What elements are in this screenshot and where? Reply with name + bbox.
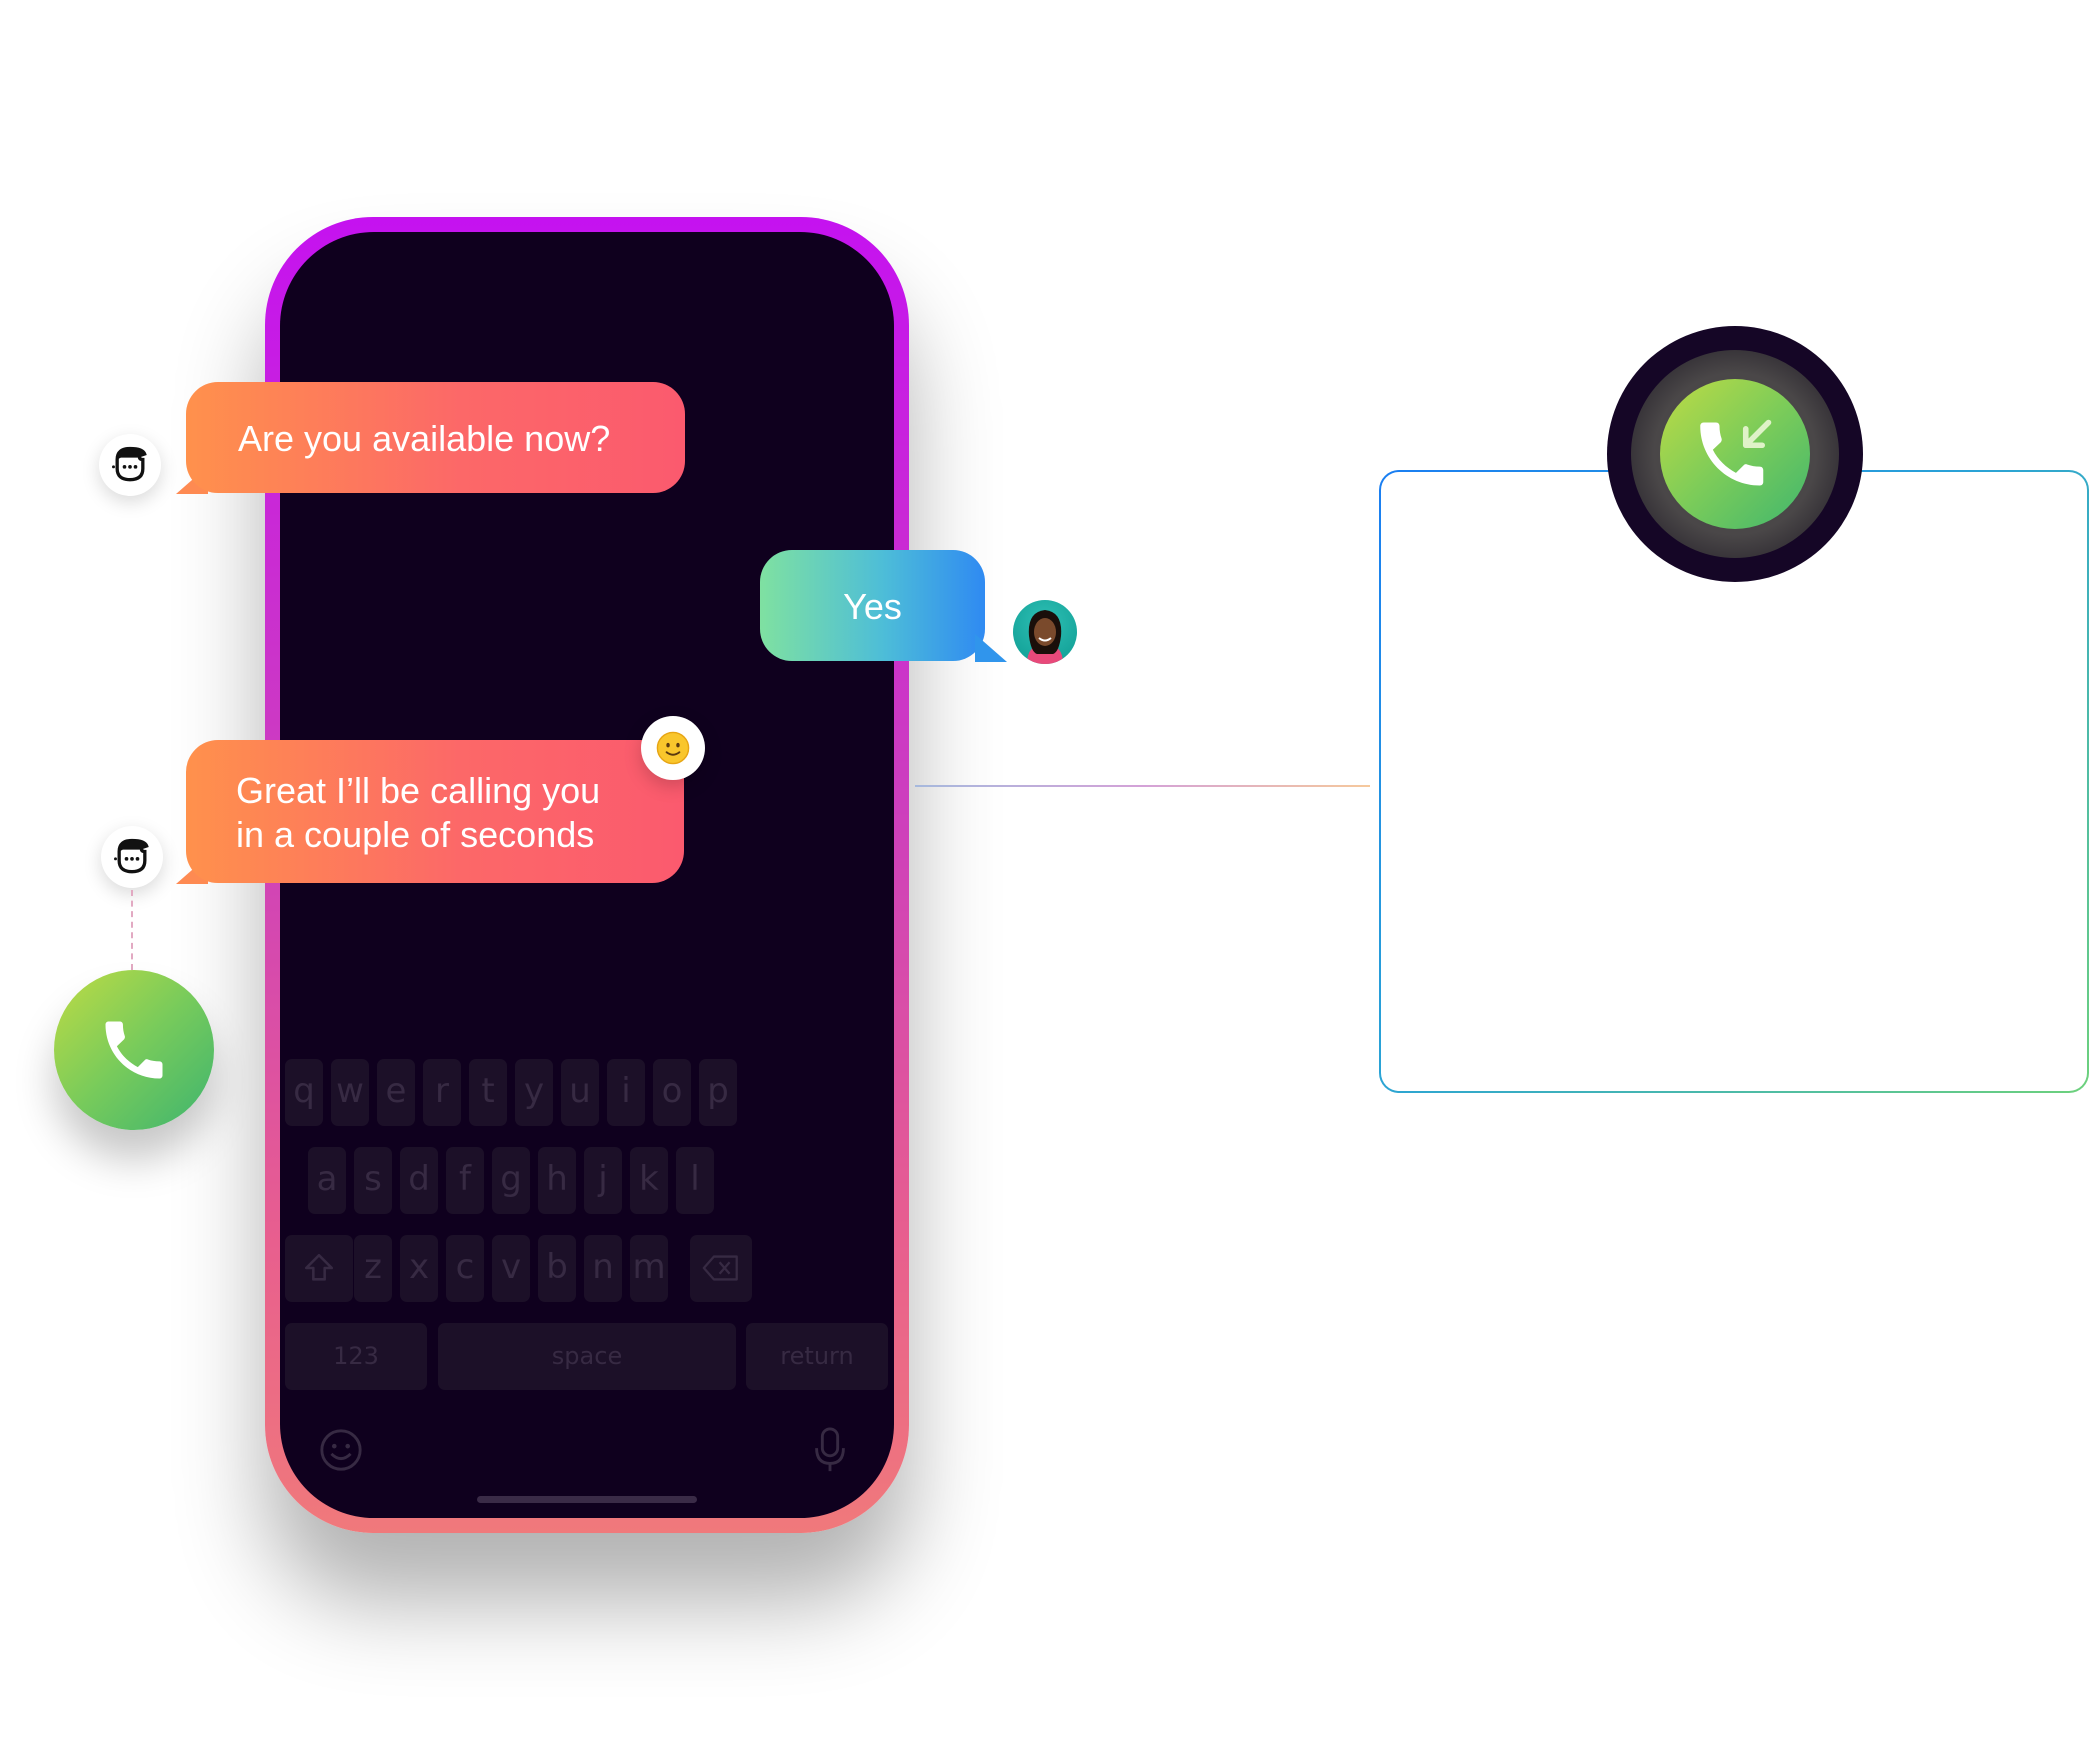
- user-message-bubble: Yes: [760, 550, 985, 661]
- agent-avatar: [101, 826, 163, 888]
- message-text: Are you available now?: [238, 418, 611, 459]
- backspace-icon: [702, 1255, 738, 1281]
- user-avatar: [1013, 600, 1077, 664]
- key-n[interactable]: n: [584, 1235, 622, 1302]
- key-t[interactable]: t: [469, 1059, 507, 1126]
- key-u[interactable]: u: [561, 1059, 599, 1126]
- key-p[interactable]: p: [699, 1059, 737, 1126]
- key-e[interactable]: e: [377, 1059, 415, 1126]
- key-i[interactable]: i: [607, 1059, 645, 1126]
- message-line: in a couple of seconds: [236, 814, 595, 855]
- key-o[interactable]: o: [653, 1059, 691, 1126]
- shift-key[interactable]: [285, 1235, 353, 1302]
- shift-icon: [304, 1253, 334, 1281]
- emoji-icon[interactable]: [318, 1427, 364, 1473]
- key-a[interactable]: a: [308, 1147, 346, 1214]
- agent-avatar: [99, 434, 161, 496]
- bot-face-icon: [114, 838, 149, 874]
- message-text: Great I’ll be calling you in a couple of…: [236, 769, 600, 857]
- incoming-call-icon: [1700, 419, 1772, 486]
- key-c[interactable]: c: [446, 1235, 484, 1302]
- incoming-call-button[interactable]: [1660, 379, 1810, 529]
- key-x[interactable]: x: [400, 1235, 438, 1302]
- bot-face-icon: [112, 446, 147, 482]
- numbers-key[interactable]: 123: [285, 1323, 427, 1390]
- key-v[interactable]: v: [492, 1235, 530, 1302]
- key-l[interactable]: l: [676, 1147, 714, 1214]
- home-indicator: [477, 1496, 697, 1503]
- key-h[interactable]: h: [538, 1147, 576, 1214]
- key-j[interactable]: j: [584, 1147, 622, 1214]
- phone-icon: [105, 1021, 163, 1079]
- connector-line: [915, 785, 1370, 787]
- connector-line: [131, 890, 133, 970]
- key-g[interactable]: g: [492, 1147, 530, 1214]
- key-r[interactable]: r: [423, 1059, 461, 1126]
- key-k[interactable]: k: [630, 1147, 668, 1214]
- key-d[interactable]: d: [400, 1147, 438, 1214]
- keyboard: q w e r t y u i o p a s d f g h j k l: [280, 1059, 894, 1452]
- call-button[interactable]: [54, 970, 214, 1130]
- key-s[interactable]: s: [354, 1147, 392, 1214]
- key-w[interactable]: w: [331, 1059, 369, 1126]
- agent-message-bubble: Great I’ll be calling you in a couple of…: [186, 740, 684, 883]
- agent-message-bubble: Are you available now?: [186, 382, 685, 493]
- key-b[interactable]: b: [538, 1235, 576, 1302]
- microphone-icon[interactable]: [810, 1427, 850, 1473]
- message-text: Yes: [843, 586, 902, 627]
- key-q[interactable]: q: [285, 1059, 323, 1126]
- bubble-tail: [975, 634, 1007, 662]
- space-key[interactable]: space: [438, 1323, 736, 1390]
- delete-key[interactable]: [690, 1235, 752, 1302]
- return-key[interactable]: return: [746, 1323, 888, 1390]
- message-line: Great I’ll be calling you: [236, 770, 601, 811]
- user-photo: [1027, 610, 1063, 664]
- key-z[interactable]: z: [354, 1235, 392, 1302]
- key-f[interactable]: f: [446, 1147, 484, 1214]
- incoming-call-indicator: [1607, 326, 1863, 582]
- key-m[interactable]: m: [630, 1235, 668, 1302]
- key-y[interactable]: y: [515, 1059, 553, 1126]
- reaction-badge[interactable]: [641, 716, 705, 780]
- slightly-smiling-face-icon: [656, 731, 690, 765]
